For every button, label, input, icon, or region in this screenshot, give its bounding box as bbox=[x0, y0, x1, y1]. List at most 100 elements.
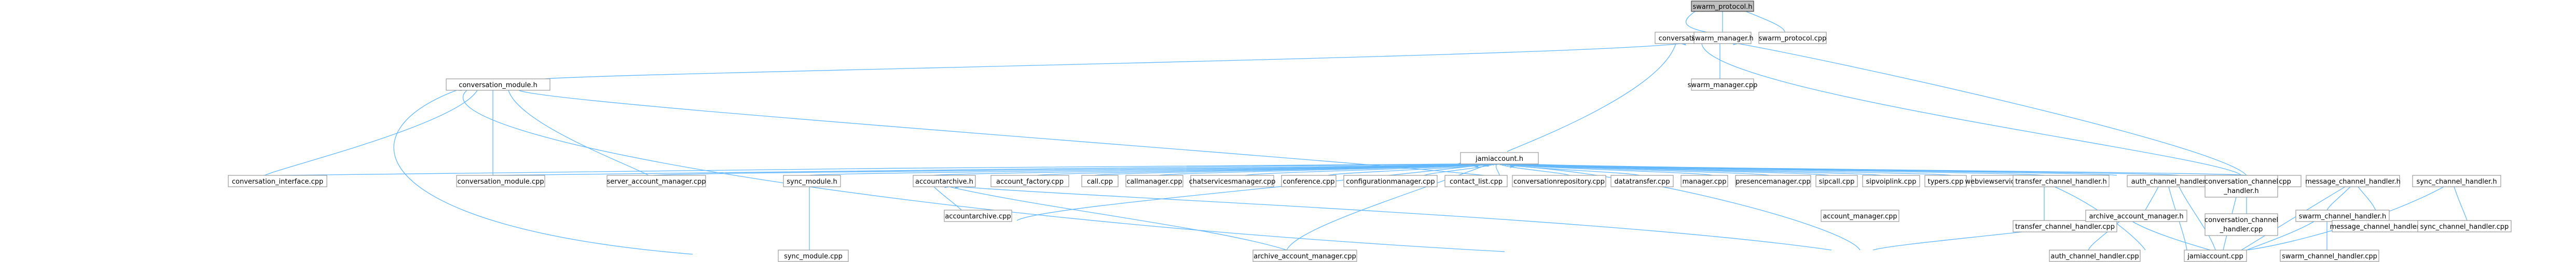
node-label: message_channel_handler.cpp bbox=[2330, 223, 2433, 231]
node-label: manager.cpp bbox=[1682, 178, 1726, 186]
node-sipcall-cpp[interactable]: sipcall.cpp bbox=[1815, 175, 1858, 187]
node-typers-cpp[interactable]: typers.cpp bbox=[1924, 175, 1967, 187]
edge bbox=[264, 90, 477, 176]
node-conversation-module-cpp[interactable]: conversation_module.cpp bbox=[456, 175, 545, 187]
node-conversation-channel-handler-h[interactable]: conversation_channel_handler.h bbox=[2205, 175, 2278, 198]
node-swarm-channel-handler-h[interactable]: swarm_channel_handler.h bbox=[2295, 210, 2390, 222]
node-box bbox=[2280, 250, 2379, 262]
node-swarm-protocol-h[interactable]: swarm_protocol.h bbox=[1691, 1, 1754, 12]
node-box bbox=[228, 175, 327, 187]
edge bbox=[508, 90, 649, 176]
node-label: sipvoiplink.cpp bbox=[1866, 178, 1917, 186]
node-chatservicesmanager-cpp[interactable]: chatservicesmanager.cpp bbox=[1189, 175, 1276, 187]
node-archive-account-manager-h[interactable]: archive_account_manager.h bbox=[2085, 210, 2187, 222]
edge bbox=[393, 90, 693, 255]
node-swarm-manager-cpp[interactable]: swarm_manager.cpp bbox=[1688, 78, 1758, 91]
node-manager-cpp[interactable]: manager.cpp bbox=[1680, 175, 1728, 187]
node-swarm-manager-h[interactable]: swarm_manager.h bbox=[1691, 32, 1754, 44]
node-swarm-channel-handler-cpp[interactable]: swarm_channel_handler.cpp bbox=[2280, 250, 2379, 262]
edge bbox=[2326, 187, 2350, 211]
node-call-cpp[interactable]: call.cpp bbox=[1081, 175, 1119, 187]
edge bbox=[1424, 164, 1494, 176]
node-accountarchive-h[interactable]: accountarchive.h bbox=[913, 175, 976, 187]
node-conversationrepository-cpp[interactable]: conversationrepository.cpp bbox=[1512, 175, 1606, 187]
edge bbox=[1245, 164, 1489, 176]
node-box bbox=[607, 175, 706, 187]
node-label: datatransfer.cpp bbox=[1614, 178, 1670, 186]
node-conversation-channel-handler-cpp[interactable]: conversation_channel_handler.cpp bbox=[2205, 213, 2278, 236]
node-box bbox=[990, 175, 1069, 187]
edge bbox=[2246, 222, 2314, 251]
node-box bbox=[2412, 175, 2501, 187]
node-auth-channel-handler-cpp[interactable]: auth_channel_handler.cpp bbox=[2049, 250, 2141, 262]
node-sync-channel-handler-cpp[interactable]: sync_channel_handler.cpp bbox=[2417, 220, 2512, 232]
edge bbox=[2145, 187, 2158, 211]
node-label: swarm_protocol.cpp bbox=[1759, 35, 1826, 43]
node-box bbox=[1460, 152, 1539, 164]
edge bbox=[1512, 164, 1881, 176]
node-box bbox=[1693, 32, 1752, 44]
node-label: call.cpp bbox=[1087, 178, 1113, 186]
node-box bbox=[783, 175, 841, 187]
node-box bbox=[1815, 175, 1858, 187]
edge bbox=[1496, 164, 1499, 176]
node-jamiaccount-cpp[interactable]: jamiaccount.cpp bbox=[2184, 250, 2247, 262]
node-account-manager-cpp[interactable]: account_manager.cpp bbox=[1821, 210, 1899, 222]
node-box bbox=[1512, 175, 1606, 187]
edge bbox=[2454, 187, 2468, 221]
node-label: swarm_protocol.h bbox=[1692, 3, 1752, 11]
node-box bbox=[2417, 220, 2512, 232]
node-message-channel-handler-h[interactable]: message_channel_handler.h bbox=[2305, 175, 2401, 187]
node-box bbox=[1924, 175, 1967, 187]
node-message-channel-handler-cpp[interactable]: message_channel_handler.cpp bbox=[2330, 220, 2433, 232]
edge bbox=[653, 164, 1468, 176]
node-transfer-channel-handler-cpp[interactable]: transfer_channel_handler.cpp bbox=[2013, 220, 2117, 232]
edge bbox=[519, 90, 1484, 176]
node-configurationmanager-cpp[interactable]: configurationmanager.cpp bbox=[1343, 175, 1438, 187]
node-label: conference.cpp bbox=[1283, 178, 1334, 186]
node-box bbox=[913, 175, 976, 187]
edge bbox=[1510, 164, 1829, 176]
node-auth-channel-handler-h[interactable]: auth_channel_handler.h bbox=[2127, 175, 2216, 187]
node-account-factory-cpp[interactable]: account_factory.cpp bbox=[990, 175, 1069, 187]
node-jamiaccount-h[interactable]: jamiaccount.h bbox=[1460, 152, 1539, 164]
edge bbox=[544, 44, 1681, 79]
node-label: transfer_channel_handler.h bbox=[2015, 178, 2107, 186]
node-label: sync_channel_handler.h bbox=[2416, 178, 2497, 186]
node-accountarchive-cpp[interactable]: accountarchive.cpp bbox=[944, 210, 1012, 222]
node-datatransfer-cpp[interactable]: datatransfer.cpp bbox=[1610, 175, 1674, 187]
node-sync-module-h[interactable]: sync_module.h bbox=[783, 175, 841, 187]
node-contact-list-cpp[interactable]: contact_list.cpp bbox=[1444, 175, 1508, 187]
node-transfer-channel-handler-h[interactable]: transfer_channel_handler.h bbox=[2013, 175, 2110, 187]
node-conversation-interface-cpp[interactable]: conversation_interface.cpp bbox=[228, 175, 327, 187]
node-presencemanager-cpp[interactable]: presencemanager.cpp bbox=[1735, 175, 1811, 187]
node-label: account_factory.cpp bbox=[996, 178, 1064, 186]
node-label: accountarchive.cpp bbox=[945, 213, 1011, 220]
node-label: conversation_module.h bbox=[459, 81, 538, 89]
node-label: conversation_module.cpp bbox=[457, 178, 544, 186]
node-label: _handler.h bbox=[2223, 187, 2258, 195]
node-swarm-protocol-cpp[interactable]: swarm_protocol.cpp bbox=[1758, 32, 1827, 44]
edge bbox=[1686, 10, 1707, 33]
node-conversation-module-h[interactable]: conversation_module.h bbox=[446, 78, 550, 91]
node-sync-module-cpp[interactable]: sync_module.cpp bbox=[778, 250, 849, 262]
node-sync-channel-handler-h[interactable]: sync_channel_handler.h bbox=[2412, 175, 2501, 187]
node-label: typers.cpp bbox=[1928, 178, 1964, 186]
edge bbox=[1328, 164, 1492, 176]
node-server-account-manager-cpp[interactable]: server_account_manager.cpp bbox=[607, 175, 706, 187]
node-label: sync_module.cpp bbox=[784, 253, 843, 260]
node-box bbox=[1252, 250, 1357, 262]
node-label: sipcall.cpp bbox=[1819, 178, 1855, 186]
node-sipvoiplink-cpp[interactable]: sipvoiplink.cpp bbox=[1862, 175, 1920, 187]
node-callmanager-cpp[interactable]: callmanager.cpp bbox=[1125, 175, 1183, 187]
node-label: archive_account_manager.cpp bbox=[1253, 253, 1356, 260]
node-label: accountarchive.h bbox=[915, 178, 973, 186]
node-conference-cpp[interactable]: conference.cpp bbox=[1281, 175, 1337, 187]
node-archive-account-manager-cpp[interactable]: archive_account_manager.cpp bbox=[1252, 250, 1357, 262]
edge bbox=[809, 164, 1473, 176]
node-label: archive_account_manager.h bbox=[2089, 213, 2183, 220]
node-box bbox=[1190, 175, 1274, 187]
node-label: jamiaccount.cpp bbox=[2187, 253, 2243, 260]
node-box bbox=[1691, 1, 1754, 12]
node-label: server_account_manager.cpp bbox=[607, 178, 706, 186]
